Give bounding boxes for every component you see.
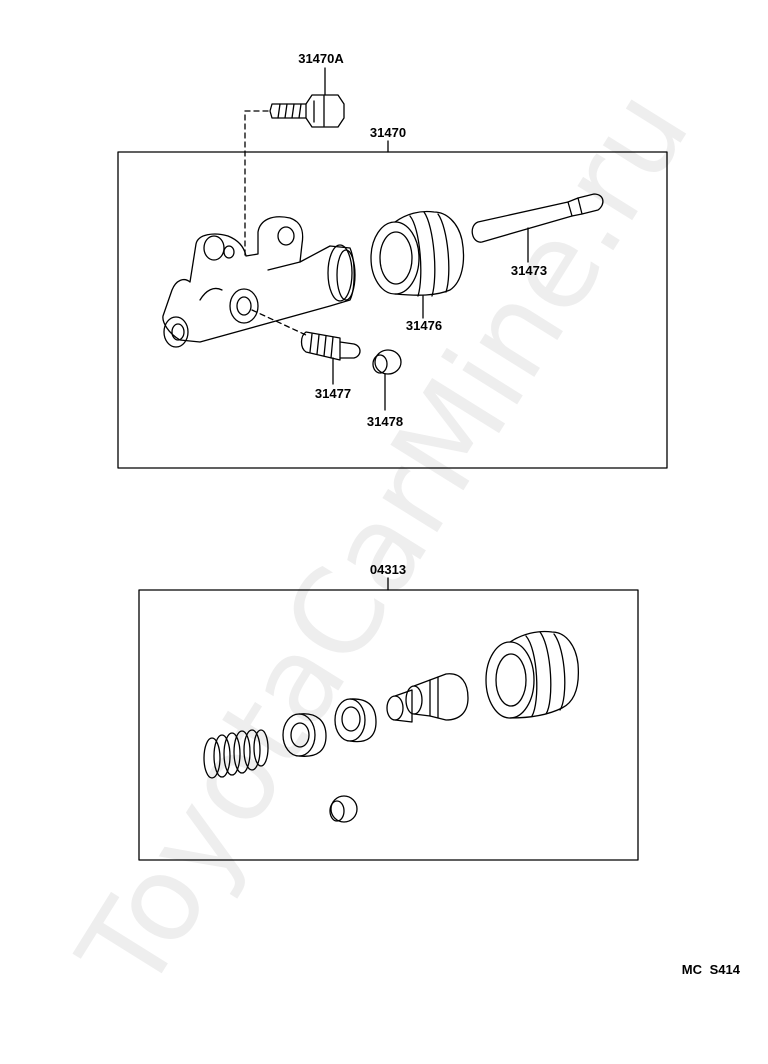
cap-31478: [372, 349, 402, 375]
dashed-link-bolt: [244, 110, 269, 256]
label-31470A: 31470A: [298, 51, 344, 66]
kit-piston: [386, 673, 469, 723]
bolt-31470A: [269, 94, 345, 128]
label-31476: 31476: [405, 318, 443, 333]
label-31470: 31470: [369, 125, 407, 140]
kit-cup-1: [282, 713, 327, 757]
label-31478: 31478: [366, 414, 404, 429]
cylinder-body: [162, 216, 356, 348]
kit-cup-2: [334, 698, 377, 743]
boot-31476: [370, 210, 465, 297]
bleeder-plug-31477: [300, 331, 361, 361]
diagram-code: MC S414: [681, 962, 740, 977]
kit-cap: [329, 795, 358, 823]
label-04313: 04313: [369, 562, 407, 577]
pushrod-31473: [471, 193, 604, 243]
dashed-link-bleeder: [251, 309, 307, 336]
kit-spring: [203, 729, 269, 779]
assembly-box-31470: [117, 151, 668, 469]
kit-boot: [485, 630, 580, 719]
label-31477: 31477: [314, 386, 352, 401]
kit-box-04313: [138, 589, 639, 861]
label-31473: 31473: [510, 263, 548, 278]
